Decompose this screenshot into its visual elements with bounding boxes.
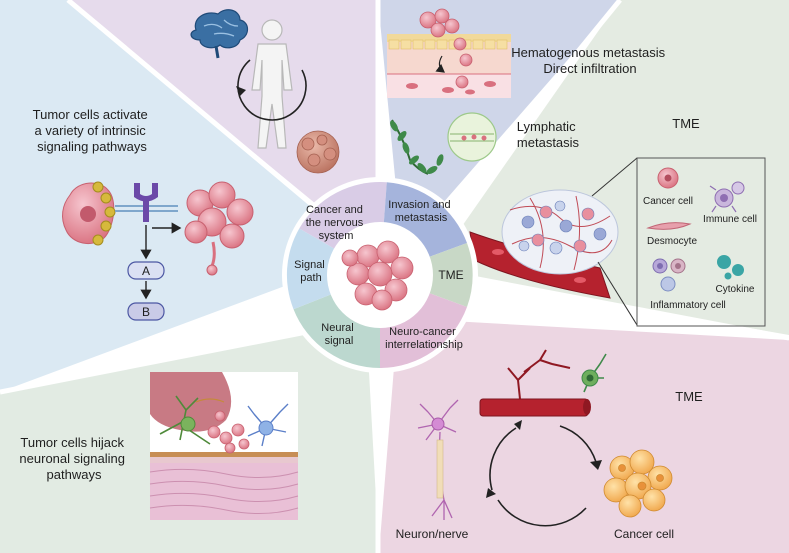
blood-vessel-wall-icon [387,34,511,98]
panel-tme-bottom: TME Neuron/nerve [396,349,703,541]
ring-label-neuro-cancer-1: Neuro-cancer [389,326,456,338]
loop-arrowhead-top [590,460,602,470]
tme-callout-line-2 [597,261,638,326]
cycle-arrow [237,59,307,121]
ring-label-neural-signal-2: signal [325,335,354,347]
loop-arrow-left [489,427,517,491]
neuron-icon [417,399,459,520]
ring-label-signal-path-1: Signal [294,259,325,271]
receptor-icon [115,183,178,222]
cancer-cell-label: Cancer cell [614,527,674,541]
legend-cytokine-label: Cytokine [716,284,755,295]
ring-label-neural-signal-1: Neural [321,322,353,334]
loop-arrow-top [559,425,597,463]
lymphatic-vessel-icon [390,119,444,175]
ring-label-invasion-1: Invasion and [388,199,450,211]
glia-cell-icon [581,353,607,393]
loop-arrowhead-left [514,420,522,430]
neural-cells-icon [159,395,289,454]
svg-text:Neural signal: Neural signal [321,322,356,347]
lymphatic-label-2: metastasis [517,135,580,150]
panel-signaling-bg [0,0,368,392]
tme-legend-box [636,157,766,327]
legend-inflammatory-cell-icon [652,258,686,292]
cancer-cell-cluster-icon [603,449,673,518]
pathway-node-a [127,261,165,280]
svg-text:Tumor cells activate a v: Tumor cells activate a variety of intrin… [33,107,152,154]
legend-cancer-cell-icon [657,167,679,189]
signaling-text-line-3: signaling pathways [37,139,147,154]
neural-text-line-2: neuronal signaling [19,451,125,466]
legend-immune-cell-label: Immune cell [703,214,757,225]
ring-label-neuro-cancer-2: interrelationship [385,339,463,351]
panel-metastasis: Hematogenous metastasis Direct infiltrat… [387,8,669,175]
legend-immune-cell-icon [709,181,745,213]
ring-label-cancer-nervous-2: the nervous [306,217,364,229]
hematogenous-label: Hematogenous metastasis [511,45,665,60]
lymphatic-label-1: Lymphatic [517,119,576,134]
lymphatic-zoom-content [450,133,494,142]
center-ring: Cancer and the nervous system Invasion a… [282,177,478,373]
svg-text:Signal path: Signal path [294,259,328,284]
neural-text-line-1: Tumor cells hijack [20,435,124,450]
invading-cells-icon [419,8,473,89]
pathway-node-a-label: A [142,264,150,278]
panel-signaling: Tumor cells activate a variety of intrin… [33,107,254,321]
tme-cell-cluster-icon [501,189,619,275]
infiltration-arrow [435,55,445,73]
loop-arrowhead-bottom [486,488,496,498]
cycle-arrowhead [236,86,246,96]
tme-bottom-title: TME [675,389,703,404]
panel-neural: Tumor cells hijack neuronal signaling pa… [19,372,299,520]
center-tumor-icon [341,240,414,311]
svg-text:Cancer and the nervous: Cancer and the nervous system [306,204,367,242]
svg-text:Invasion and metastasis: Invasion and metastasis [388,199,453,224]
tme-top-title: TME [672,116,700,131]
tumor-mass-icon [296,130,340,174]
panel-tme-bottom-bg [379,318,789,553]
pathway-node-b [127,302,165,321]
svg-text:Neuro-cancer interrelati: Neuro-cancer interrelationship [385,326,463,351]
tme-callout-line-1 [591,157,638,197]
direct-infiltration-label: Direct infiltration [543,61,636,76]
signaling-text-line-1: Tumor cells activate [33,107,148,122]
panel-nervous-system [190,9,340,174]
tissue-layers-icon [149,372,299,520]
legend-desmocyte-label: Desmocyte [647,236,697,247]
svg-text:Hematogenous metastasis: Hematogenous metastasis Direct infiltrat… [511,45,669,76]
legend-desmocyte-icon [646,222,692,230]
neural-text-line-3: pathways [47,467,102,482]
ring-label-invasion-2: metastasis [395,212,448,224]
nerve-vessel-icon [479,349,591,417]
legend-cancer-cell-label: Cancer cell [643,196,693,207]
panel-tme-top: TME [469,116,766,327]
ring-label-tme: TME [438,268,463,282]
ring-label-cancer-nervous-1: Cancer and [306,204,363,216]
legend-inflammatory-cell-label: Inflammatory cell [650,300,726,311]
pathway-node-b-label: B [142,305,150,319]
loop-arrow-bottom [497,499,587,527]
signaling-text-line-2: a variety of intrinsic [35,123,147,138]
single-tumor-cell-icon [62,181,116,246]
proliferating-cluster-icon [184,181,254,276]
svg-text:Tumor cells hijack neuro: Tumor cells hijack neuronal signaling pa… [19,435,128,482]
brain-icon [190,9,249,59]
ring-label-signal-path-2: path [300,272,321,284]
neuron-label: Neuron/nerve [396,527,469,541]
legend-cytokine-icon [717,255,744,280]
ring-label-cancer-nervous-3: system [319,230,354,242]
human-body-icon [251,19,293,149]
svg-text:Lymphatic metastasis: Lymphatic metastasis [517,119,580,150]
